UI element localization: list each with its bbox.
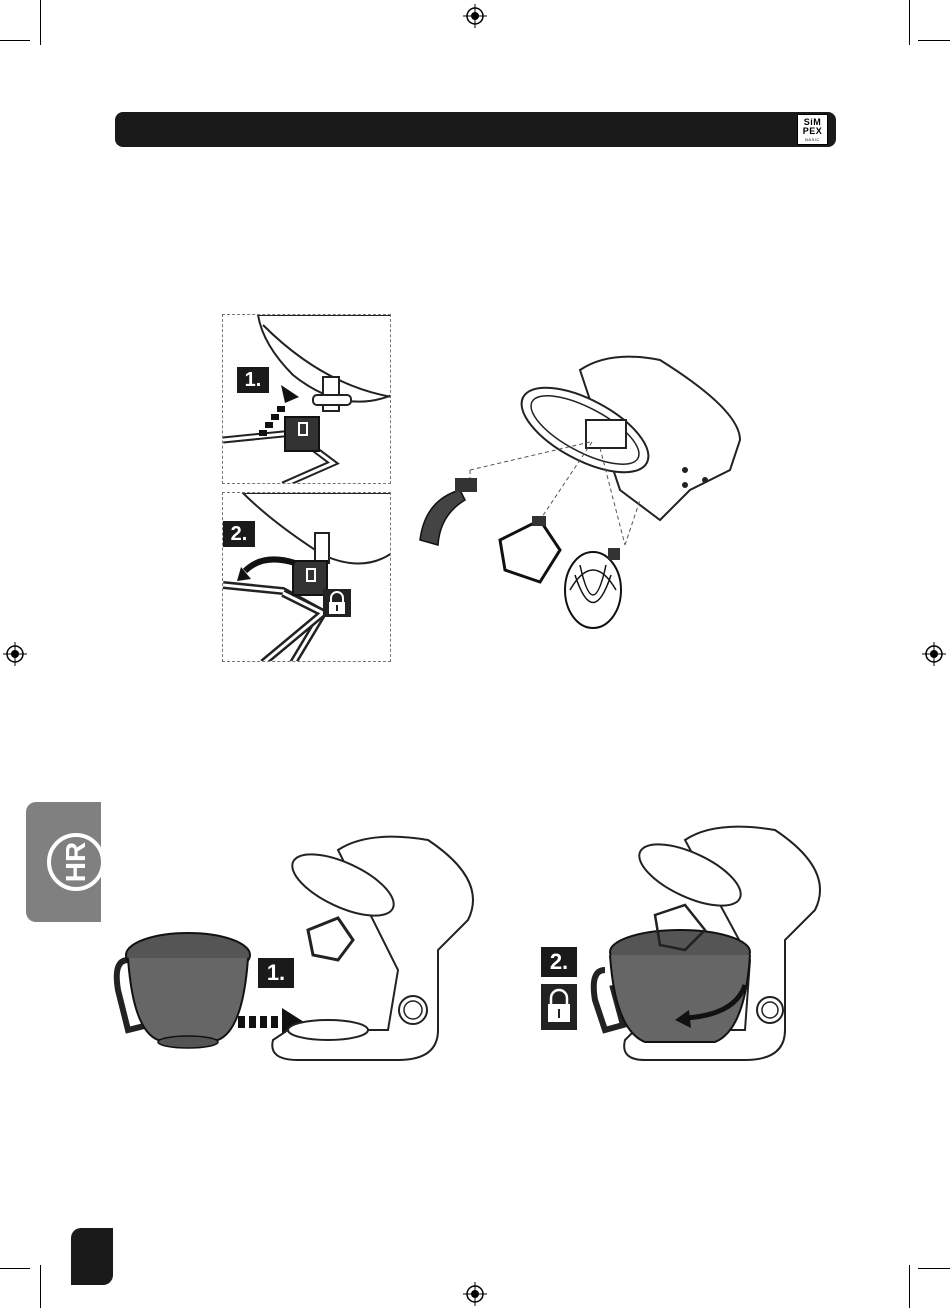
step2-label: 2. (223, 521, 255, 547)
bottom-step2-label: 2. (541, 947, 577, 977)
header-bar: SiM PEX BASIC (115, 112, 836, 147)
language-code: HR (46, 832, 106, 892)
registration-mark-bottom (463, 1282, 487, 1306)
crop-mark-bl-v (40, 1265, 41, 1308)
panel-step2-lock: 2. (222, 492, 391, 662)
bottom-step1-label: 1. (258, 958, 294, 988)
crop-mark-br-v (909, 1265, 910, 1308)
panel-step1-attach: 1. (222, 314, 391, 484)
brand-logo: SiM PEX BASIC (797, 114, 828, 145)
page-number-tab (71, 1228, 113, 1285)
registration-mark-left (3, 642, 27, 666)
bottom-lock-icon (541, 984, 577, 1030)
language-tab: HR (26, 802, 101, 922)
registration-mark-top (463, 4, 487, 28)
crop-mark-br-h (918, 1268, 950, 1269)
lock-icon (323, 589, 351, 617)
crop-mark-tl-h (0, 40, 30, 41)
crop-mark-tr-h (918, 40, 950, 41)
crop-mark-tr-v (909, 0, 910, 45)
attach-illustration (223, 315, 391, 484)
logo-line3: BASIC (798, 138, 827, 142)
lock-illustration (223, 493, 391, 662)
mixer-head-attachments (410, 350, 750, 640)
crop-mark-bl-h (0, 1268, 30, 1269)
crop-mark-tl-v (40, 0, 41, 45)
logo-line2: PEX (798, 127, 827, 136)
registration-mark-right (922, 642, 946, 666)
bowl-lock-illustration (585, 820, 845, 1070)
step1-label: 1. (237, 367, 269, 393)
bowl-insert-illustration (108, 830, 498, 1080)
